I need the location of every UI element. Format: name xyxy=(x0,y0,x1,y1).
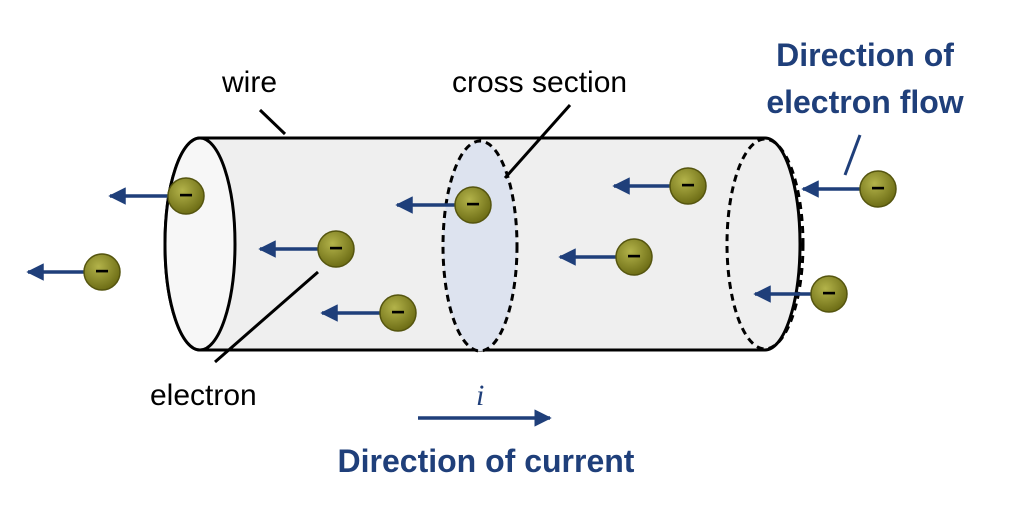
svg-text:−: − xyxy=(627,243,641,270)
cross-section-leader-line xyxy=(503,104,572,179)
wire-left-end xyxy=(163,136,237,352)
svg-text:−: − xyxy=(822,280,836,307)
svg-text:−: − xyxy=(466,191,480,218)
electron: − xyxy=(379,294,417,332)
electron-flow-label-line2: electron flow xyxy=(766,84,963,120)
electron: − xyxy=(669,167,707,205)
current-symbol: i xyxy=(476,379,484,412)
cross-section-ellipse xyxy=(441,139,519,353)
svg-text:−: − xyxy=(179,182,193,209)
electron: − xyxy=(83,253,121,291)
svg-text:−: − xyxy=(329,235,343,262)
wire-leader-line xyxy=(258,108,287,136)
electron: − xyxy=(167,177,205,215)
electron: − xyxy=(317,230,355,268)
wire-right-end-dashed xyxy=(725,137,805,351)
electron: − xyxy=(859,170,897,208)
electron: − xyxy=(615,238,653,276)
electron: − xyxy=(454,186,492,224)
svg-text:−: − xyxy=(95,258,109,285)
electron-arrows xyxy=(26,177,860,322)
cross-section-label: cross section xyxy=(452,66,627,99)
svg-text:−: − xyxy=(391,299,405,326)
direction-of-current-label: Direction of current xyxy=(338,443,635,479)
electron-leader-line xyxy=(214,270,319,364)
svg-text:−: − xyxy=(871,175,885,202)
svg-text:−: − xyxy=(681,172,695,199)
electron-flow-leader-line xyxy=(843,134,862,176)
wire-label: wire xyxy=(221,66,277,99)
electron-label: electron xyxy=(150,379,257,412)
electron-flow-label-line1: Direction of xyxy=(776,37,954,73)
electron: − xyxy=(810,275,848,313)
